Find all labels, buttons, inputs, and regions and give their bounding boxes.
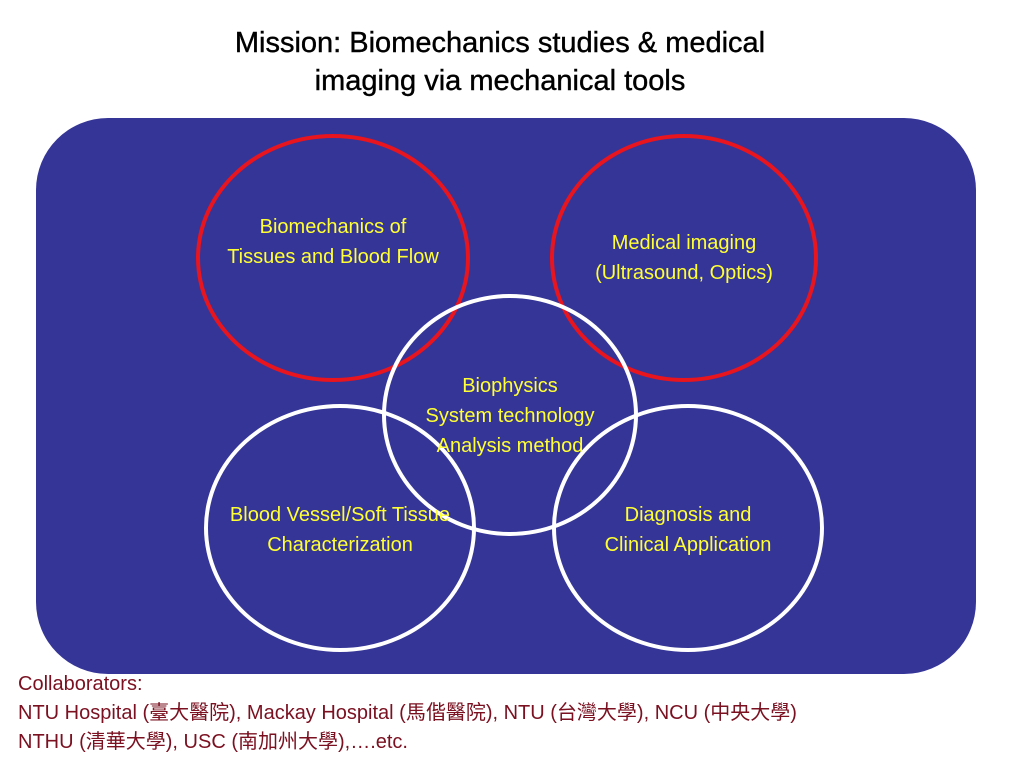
collaborators-line-2: NTHU (清華大學), USC (南加州大學),….etc. xyxy=(18,731,408,753)
biophysics-label-line-2: System technology xyxy=(425,405,595,427)
collaborators-line-1: NTU Hospital (臺大醫院), Mackay Hospital (馬偕… xyxy=(18,702,797,724)
diagnosis-ring xyxy=(552,404,824,652)
vessel-label-line-2: Characterization xyxy=(267,534,413,556)
diagnosis-label-line-2: Clinical Application xyxy=(604,534,772,556)
vessel-characterization-label: Blood Vessel/Soft Tissue Characterizatio… xyxy=(190,500,490,560)
slide-title-line-2: imaging via mechanical tools xyxy=(314,65,686,97)
diagnosis-label: Diagnosis and Clinical Application xyxy=(538,500,838,560)
biomechanics-ring xyxy=(196,134,470,382)
medical-imaging-label: Medical imaging (Ultrasound, Optics) xyxy=(534,228,834,288)
collaborators-block: Collaborators: NTU Hospital (臺大醫院), Mack… xyxy=(18,670,797,757)
biomechanics-label-line-1: Biomechanics of xyxy=(259,216,407,238)
vessel-characterization-ring xyxy=(204,404,476,652)
biophysics-label: Biophysics System technology Analysis me… xyxy=(360,371,660,461)
biomechanics-label-line-2: Tissues and Blood Flow xyxy=(227,246,439,268)
medical-imaging-ring xyxy=(550,134,818,382)
biophysics-label-line-3: Analysis method xyxy=(436,435,584,457)
medical-imaging-label-line-1: Medical imaging xyxy=(611,232,757,254)
diagnosis-label-line-1: Diagnosis and xyxy=(624,504,752,526)
slide-title: Mission: Biomechanics studies & medical … xyxy=(0,24,1000,100)
biomechanics-label: Biomechanics of Tissues and Blood Flow xyxy=(183,212,483,272)
vessel-label-line-1: Blood Vessel/Soft Tissue xyxy=(229,504,451,526)
biophysics-label-line-1: Biophysics xyxy=(462,375,558,397)
slide-title-line-1: Mission: Biomechanics studies & medical xyxy=(234,27,766,59)
collaborators-heading: Collaborators: xyxy=(18,673,143,695)
medical-imaging-label-line-2: (Ultrasound, Optics) xyxy=(595,262,773,284)
